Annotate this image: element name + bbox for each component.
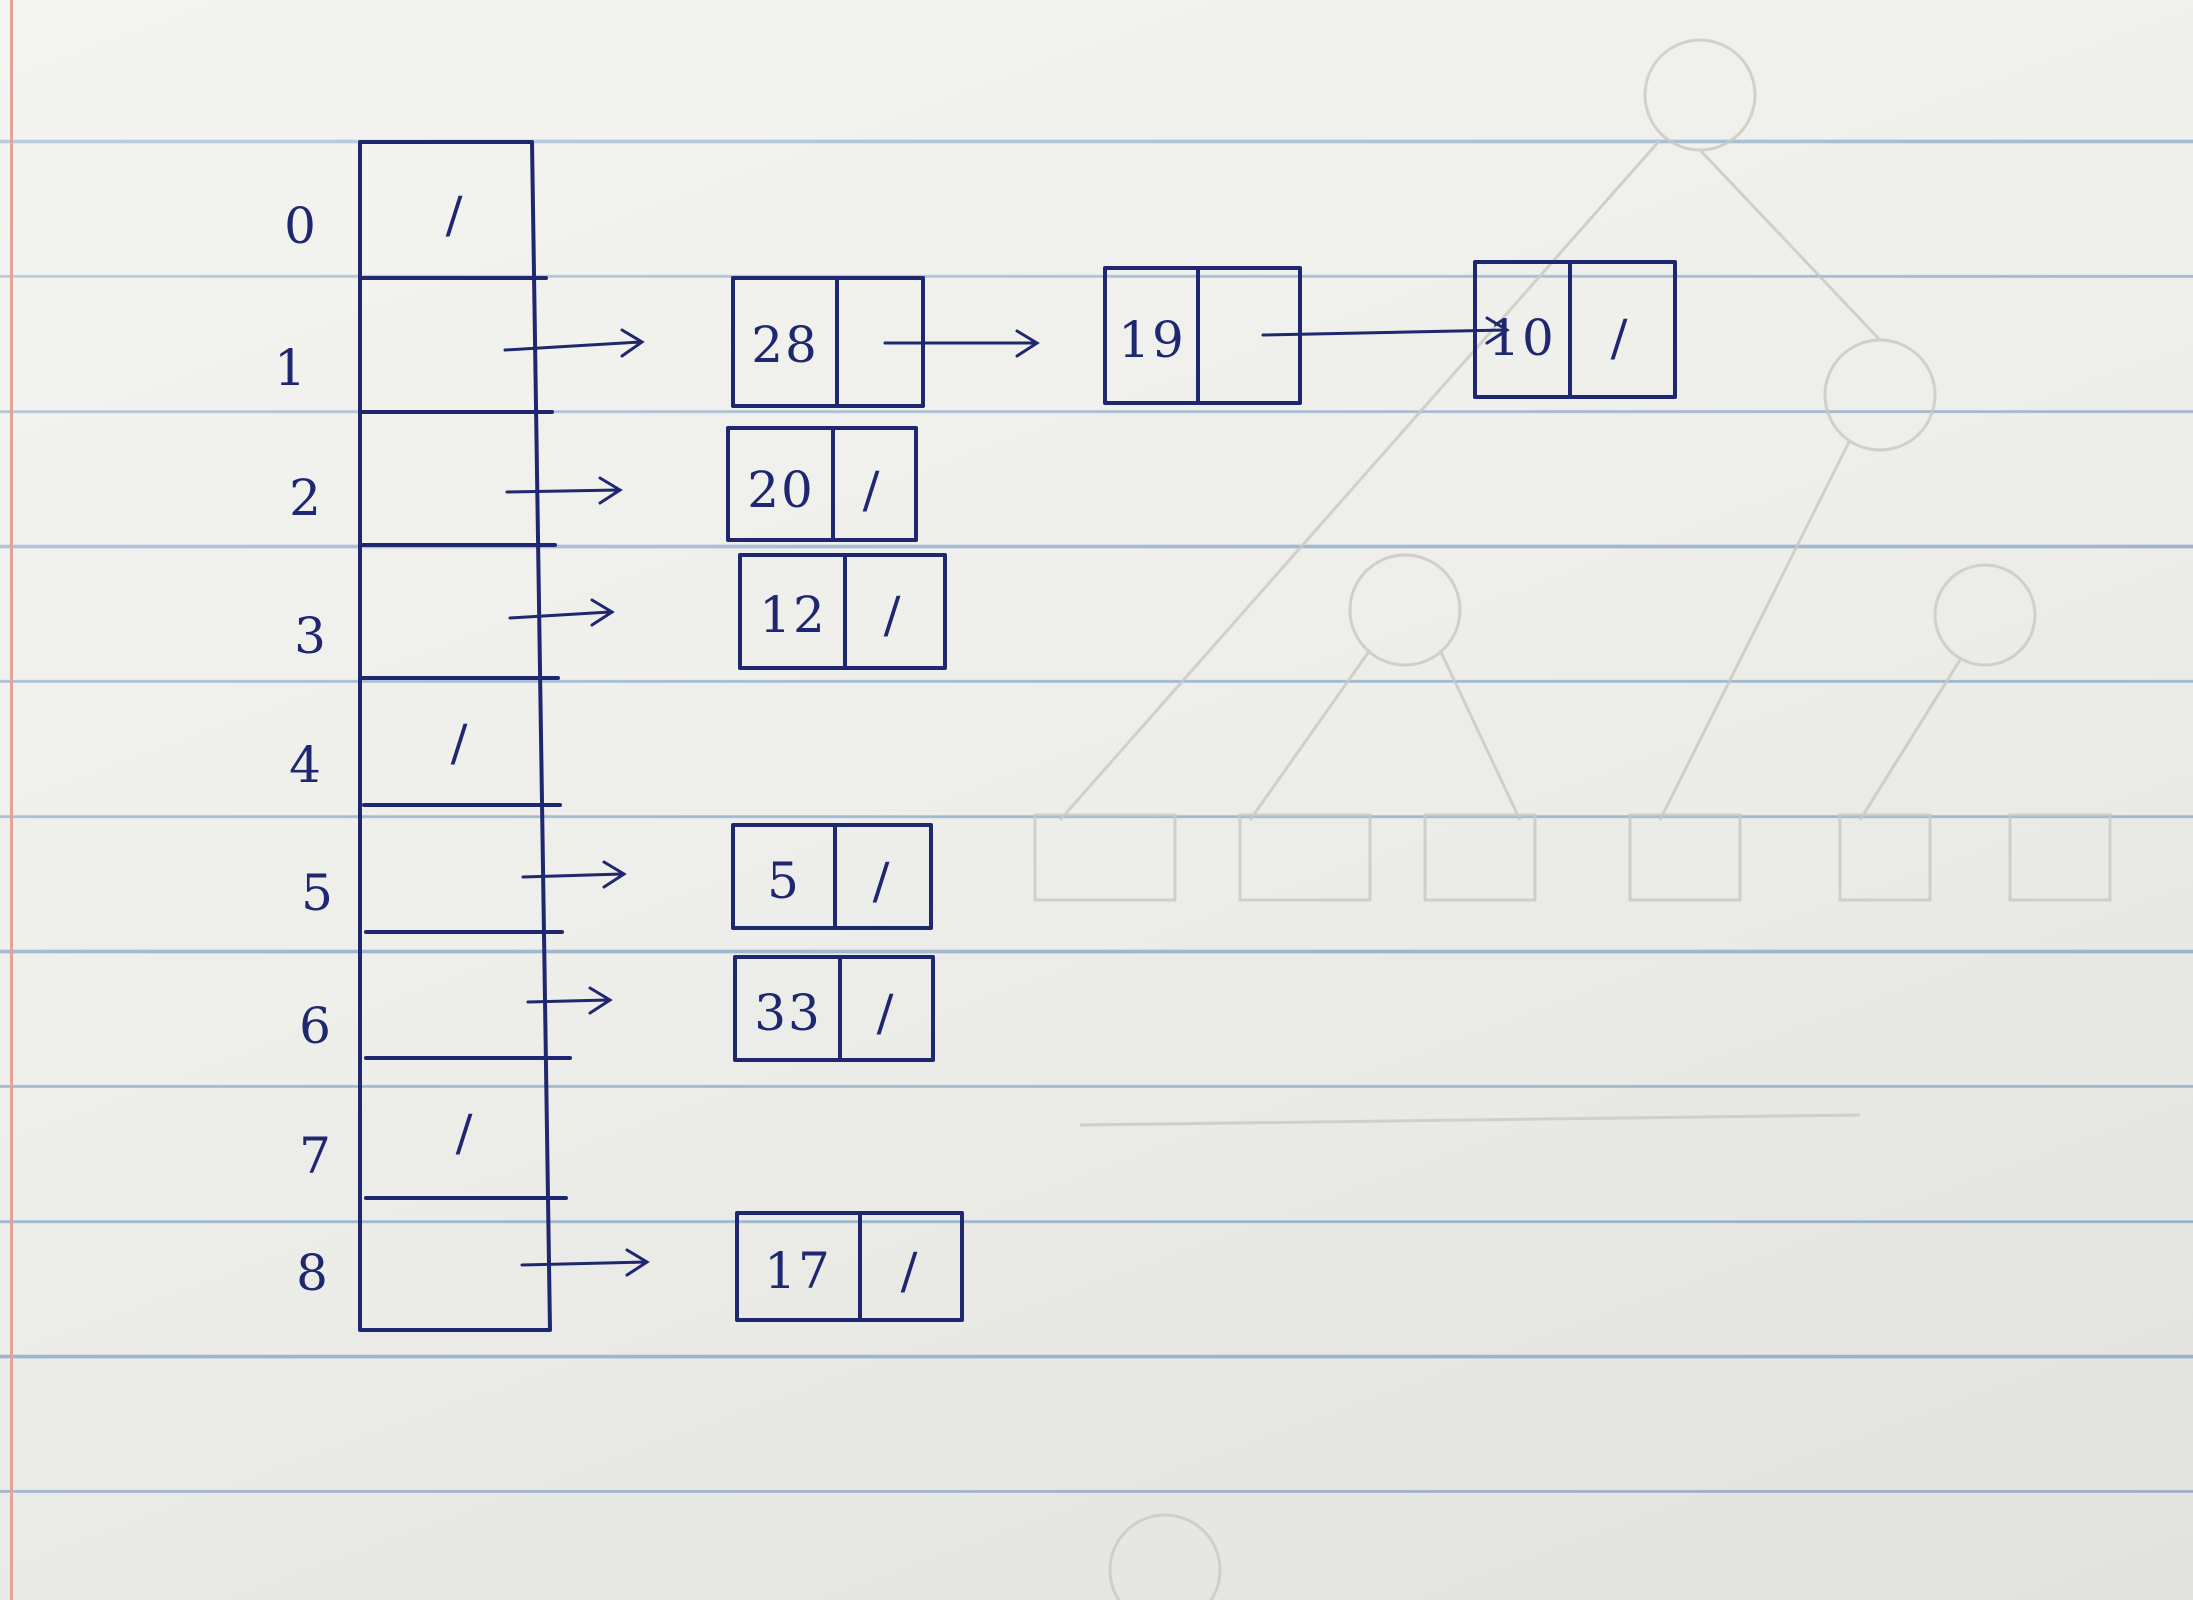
chain-slot-1: 28 19 10 /: [731, 260, 1677, 408]
pointer-arrow-slot-5: [521, 860, 627, 889]
slot-0-null-mark: /: [446, 186, 465, 244]
node-null-mark: /: [863, 461, 882, 519]
slot-index-7: 7: [299, 1127, 331, 1185]
slot-indices: 0 1 2 3 4 5 6 7 8: [274, 197, 333, 1302]
array-outline: [358, 140, 552, 1332]
chain-slot-3: 12 /: [738, 553, 947, 670]
node-null-mark: /: [884, 586, 903, 644]
slot-index-5: 5: [301, 864, 333, 922]
node-box: [733, 955, 935, 1062]
list-node: 19: [1103, 266, 1302, 405]
slot-4-null-mark: /: [451, 714, 470, 772]
node-null-mark: /: [1611, 309, 1630, 367]
node-value: 5: [767, 852, 801, 910]
margin-line: [10, 0, 13, 1600]
slot-index-6: 6: [299, 997, 331, 1055]
slot-index-2: 2: [289, 469, 321, 527]
slot-index-3: 3: [294, 607, 326, 665]
slot-pointers: [503, 328, 650, 1277]
node-box: [731, 823, 933, 930]
node-box: [735, 1211, 964, 1322]
slot-7-null-mark: /: [456, 1104, 475, 1162]
node-value: 20: [747, 461, 815, 519]
chain-slot-5: 5 /: [731, 823, 933, 930]
chain-slot-2: 20 /: [726, 426, 918, 542]
node-value: 19: [1118, 311, 1186, 369]
chain-slot-8: 17 /: [735, 1211, 964, 1322]
next-pointer-arrow: [883, 329, 1040, 358]
node-null-mark: /: [901, 1242, 920, 1300]
pointer-arrow-slot-3: [508, 598, 615, 627]
list-node: 10 /: [1473, 260, 1677, 399]
node-value: 33: [754, 984, 822, 1042]
pointer-arrow-slot-1: [503, 328, 645, 358]
pointer-arrow-slot-6: [526, 986, 613, 1015]
node-null-mark: /: [877, 984, 896, 1042]
node-value: 12: [759, 586, 827, 644]
list-node: 28: [731, 276, 925, 408]
node-value: 28: [751, 316, 819, 374]
node-box: [738, 553, 947, 670]
next-pointer-arrow: [1261, 316, 1510, 345]
slot-index-1: 1: [274, 339, 306, 397]
hash-table-array: / / /: [358, 140, 572, 1332]
node-value: 17: [764, 1242, 832, 1300]
slot-index-0: 0: [284, 197, 316, 255]
pointer-arrow-slot-2: [505, 476, 623, 505]
slot-index-4: 4: [289, 736, 321, 794]
slot-index-8: 8: [296, 1244, 328, 1302]
node-box: [1473, 260, 1677, 399]
node-null-mark: /: [873, 852, 892, 910]
node-box: [726, 426, 918, 542]
chain-slot-6: 33 /: [733, 955, 935, 1062]
pointer-arrow-slot-8: [520, 1248, 650, 1277]
node-value: 10: [1488, 309, 1556, 367]
ghost-impressions: [1033, 38, 2112, 1600]
